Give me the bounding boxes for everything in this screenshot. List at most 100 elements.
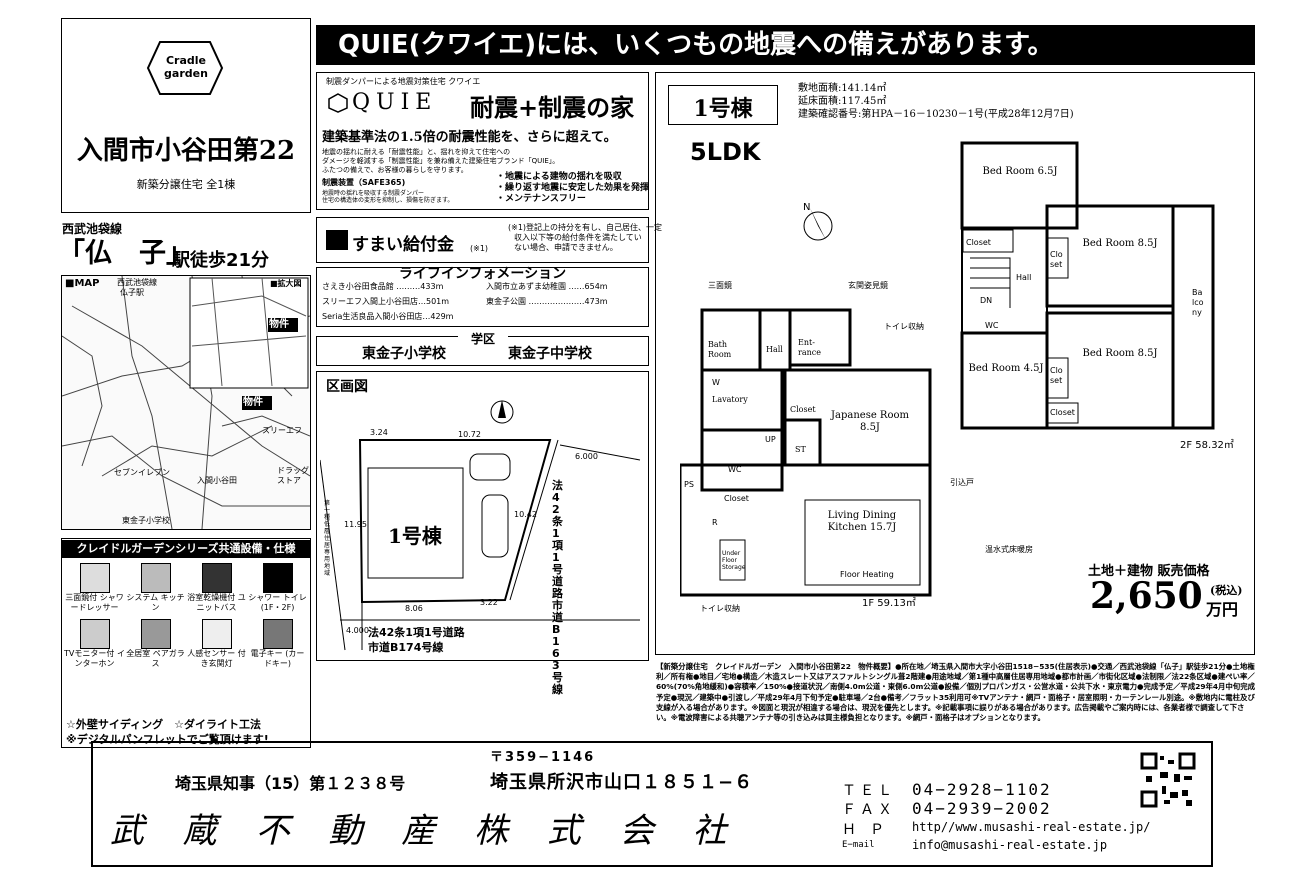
kyufu-note: 収入以下等の給付条件を満たしてい — [514, 233, 642, 242]
sensor-light-icon — [201, 619, 232, 649]
room-bed-2: Bed Room 8.5J — [1082, 238, 1158, 249]
room-bed-3: Bed Room 4.5J — [968, 363, 1044, 374]
room-bed-4: Bed Room 8.5J — [1082, 348, 1158, 359]
map-line-label: 西武池袋線 — [117, 278, 157, 287]
qr-code-icon[interactable] — [1140, 752, 1196, 808]
property-subtitle: 新築分譲住宅 全1棟 — [136, 178, 236, 191]
series-item: シャワー トイレ (1F・2F) — [247, 563, 308, 613]
label-toilet-storage-1f: トイレ収納 — [700, 604, 740, 613]
room-r: R — [712, 518, 718, 527]
quie-small-text: 制震ダンパーによる地震対策住宅 クワイエ — [326, 77, 481, 86]
permit-number: 建築確認番号:第HPA－16－10230－1号(平成28年12月7日) — [798, 109, 1074, 120]
map-area-label: 入間小谷田 — [197, 476, 237, 485]
series-item: 三面鏡付 シャワードレッサー — [64, 563, 125, 613]
compass-icon: N — [800, 200, 836, 246]
school-title: 学区 — [458, 330, 508, 347]
map-school-label: 東金子小学校 — [122, 516, 170, 525]
kyufu-note: (※1)登記上の持分を有し、自己居住、一定 — [508, 223, 663, 232]
quie-desc-1: 地震の揺れに耐える「耐震性能」と、揺れを抑えて住宅への — [322, 148, 511, 156]
price-tax: (税込) — [1210, 584, 1243, 597]
price-label: 土地＋建物 販売価格 — [1088, 564, 1210, 579]
room-lavatory: Lavatory — [712, 395, 748, 404]
company-footer — [91, 741, 1213, 867]
site-area: 敷地面積:141.14㎡ — [798, 83, 887, 94]
series-title: クレイドルガーデンシリーズ共通設備・仕様 — [62, 540, 310, 558]
plot-building-label: 1号棟 — [388, 524, 442, 548]
unit-label-box — [668, 85, 778, 125]
room-closet: Closet — [966, 238, 991, 247]
plot-dim: 10.72 — [458, 430, 481, 439]
floorplan-panel — [655, 72, 1255, 655]
room-hall: Hall — [1016, 273, 1032, 282]
plot-dim: 6.000 — [575, 452, 598, 461]
quie-lead: 建築基準法の1.5倍の耐震性能を、さらに超えて。 — [322, 130, 617, 145]
plot-dim: 8.06 — [405, 604, 423, 613]
plot-dim: 3.24 — [370, 428, 388, 437]
left-column-frame — [61, 18, 311, 213]
logo-text: Cradle garden — [164, 54, 208, 80]
area-2f: 2F 58.32㎡ — [1180, 440, 1234, 451]
contact-mail-label: E−mail — [842, 840, 875, 850]
company-license: 埼玉県知事（15）第１２３８号 — [175, 774, 406, 793]
series-panel — [61, 538, 311, 748]
label-floor-heating: 温水式床暖房 — [985, 545, 1033, 554]
map-store-label: スリーエフ — [262, 426, 302, 435]
map-store-label: セブンイレブン — [114, 468, 170, 477]
lifeinfo-item: 東金子公園 …………………473m — [486, 297, 608, 306]
map-property-marker: 物件 — [269, 319, 289, 330]
house-icon — [326, 230, 348, 250]
room-w: W — [712, 378, 720, 387]
contact-fax: 04−2939−2002 — [912, 799, 1052, 818]
plot-drawing: 3.24 10.72 6.000 11.95 8.06 3.22 10.42 4… — [319, 390, 645, 696]
quie-desc-2: ダメージを軽減する「制震性能」を兼ね備えた建築住宅ブランド「QUIE」。 — [322, 157, 560, 165]
plot-dim: 4.000 — [346, 626, 369, 635]
label-entrance-mirror: 玄関姿見鏡 — [848, 281, 888, 290]
plot-title: 区画図 — [326, 379, 368, 395]
room-st: ST — [795, 445, 806, 454]
contact-hp[interactable]: http//www.musashi-real-estate.jp/ — [912, 820, 1151, 834]
plot-road-left: 第一種低層住居専用地域 — [324, 500, 331, 577]
school-elementary: 東金子小学校 — [362, 346, 446, 362]
quie-product-desc-1: 地震時の揺れを吸収する制震ダンパー — [322, 190, 425, 197]
price-amount: 2,650 — [1090, 575, 1203, 617]
series-item: TVモニター付 インターホン — [64, 619, 125, 669]
property-title: 入間市小谷田第22 — [76, 136, 296, 166]
kyufu-note-mark: (※1) — [470, 244, 489, 253]
room-bath: Bath Room — [708, 340, 732, 359]
series-item: システム キッチン — [125, 563, 186, 613]
lifeinfo-item: 入間市立あずま幼稚園 ……654m — [486, 282, 608, 291]
quie-product-desc-2: 住宅の構造体の変形を抑制し、損傷を防ぎます。 — [322, 197, 454, 204]
svg-text:N: N — [803, 202, 810, 213]
kyufu-panel — [316, 217, 649, 263]
map-label: ■MAP — [65, 278, 100, 289]
series-item: 電子キー (カードキー) — [247, 619, 308, 669]
lifeinfo-item: さえき小谷田食品館 ………433m — [322, 282, 444, 291]
kitchen-icon — [140, 563, 171, 593]
lifeinfo-panel — [316, 267, 649, 327]
stair-dn: DN — [980, 296, 993, 305]
plot-dim: 11.95 — [344, 520, 367, 529]
room-closet: Closet — [1050, 250, 1063, 269]
plot-dim: 3.22 — [480, 598, 498, 607]
school-junior: 東金子中学校 — [508, 346, 592, 362]
quie-product: 制震装置（SAFE365) — [322, 178, 406, 187]
lifeinfo-item: スリーエフ入間上小谷田店…501m — [322, 297, 450, 306]
headline-banner: QUIE(クワイエ)には、いくつもの地震への備えがあります。 — [316, 25, 1255, 65]
lifeinfo-item: Seria生活良品入間小谷田店…429m — [322, 312, 454, 321]
plot-road-bottom-1: 法42条1項1号道路 — [368, 626, 465, 639]
stair-up: UP — [765, 435, 776, 444]
area-1f: 1F 59.13㎡ — [862, 598, 916, 609]
access-line: 西武池袋線 — [62, 222, 123, 236]
map-property-marker-main: 物件 — [243, 397, 263, 408]
label-sliding-door: 引込戸 — [950, 478, 974, 487]
floor-area: 延床面積:117.45㎡ — [798, 96, 887, 107]
series-footer-1: ☆外壁サイディング ☆ダイライト工法 — [66, 718, 261, 731]
contact-mail[interactable]: info@musashi-real-estate.jp — [912, 838, 1108, 852]
dresser-icon — [79, 563, 110, 593]
room-japanese: Japanese Room 8.5J — [831, 410, 909, 433]
plot-road-right: 法42条1項1号道路 市道B163号線 — [552, 479, 563, 696]
contact-tel: 04−2928−1102 — [912, 780, 1052, 799]
company-name: 武 蔵 不 動 産 株 式 会 社 — [110, 811, 741, 851]
company-address: 埼玉県所沢市山口１８５１−６ — [490, 772, 754, 793]
kyufu-note: ない場合、申請できません。 — [514, 243, 618, 252]
